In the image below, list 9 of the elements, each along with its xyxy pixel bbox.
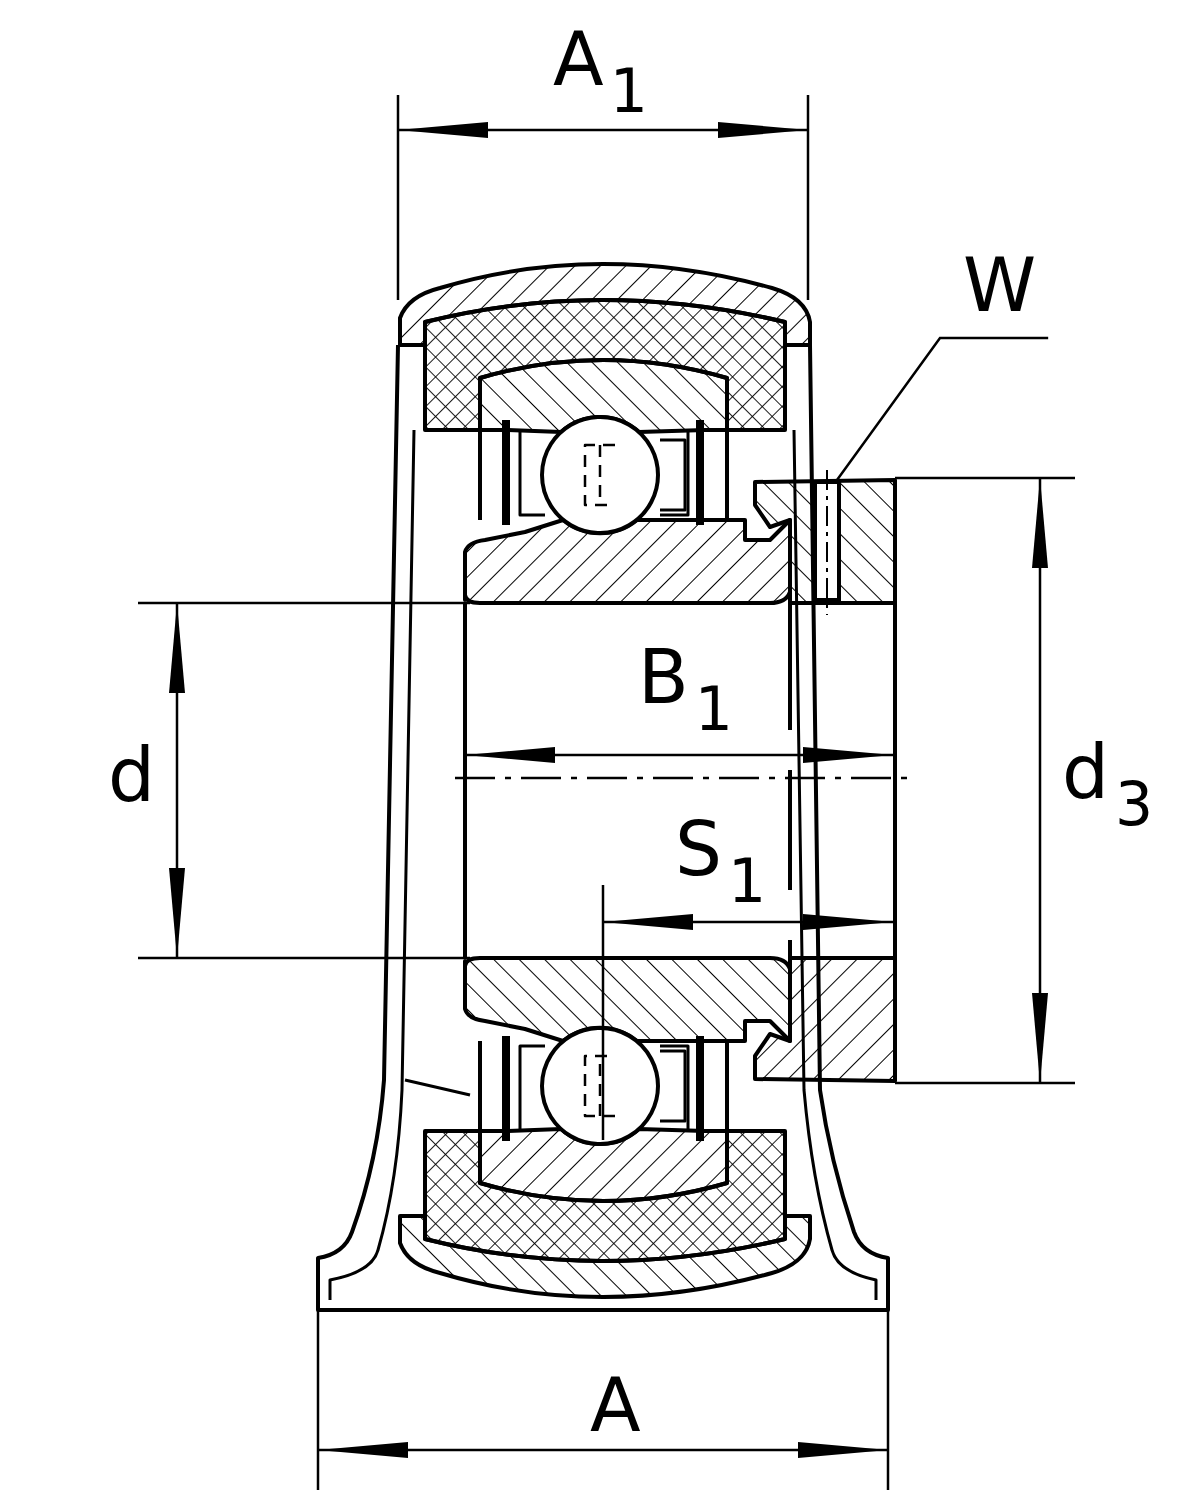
set-screw	[813, 480, 841, 602]
callout-letter: W	[963, 248, 1037, 322]
dimension-label: d$_{3}$	[1062, 735, 1154, 834]
dimension-label: A	[590, 1368, 641, 1442]
leader-line	[836, 336, 1049, 481]
dimension-label: d	[108, 738, 155, 812]
dimension-label: A$_{1}$	[553, 22, 648, 121]
dimension-label: B$_{1}$	[638, 640, 733, 739]
dimension-label: S$_{1}$	[675, 812, 767, 911]
